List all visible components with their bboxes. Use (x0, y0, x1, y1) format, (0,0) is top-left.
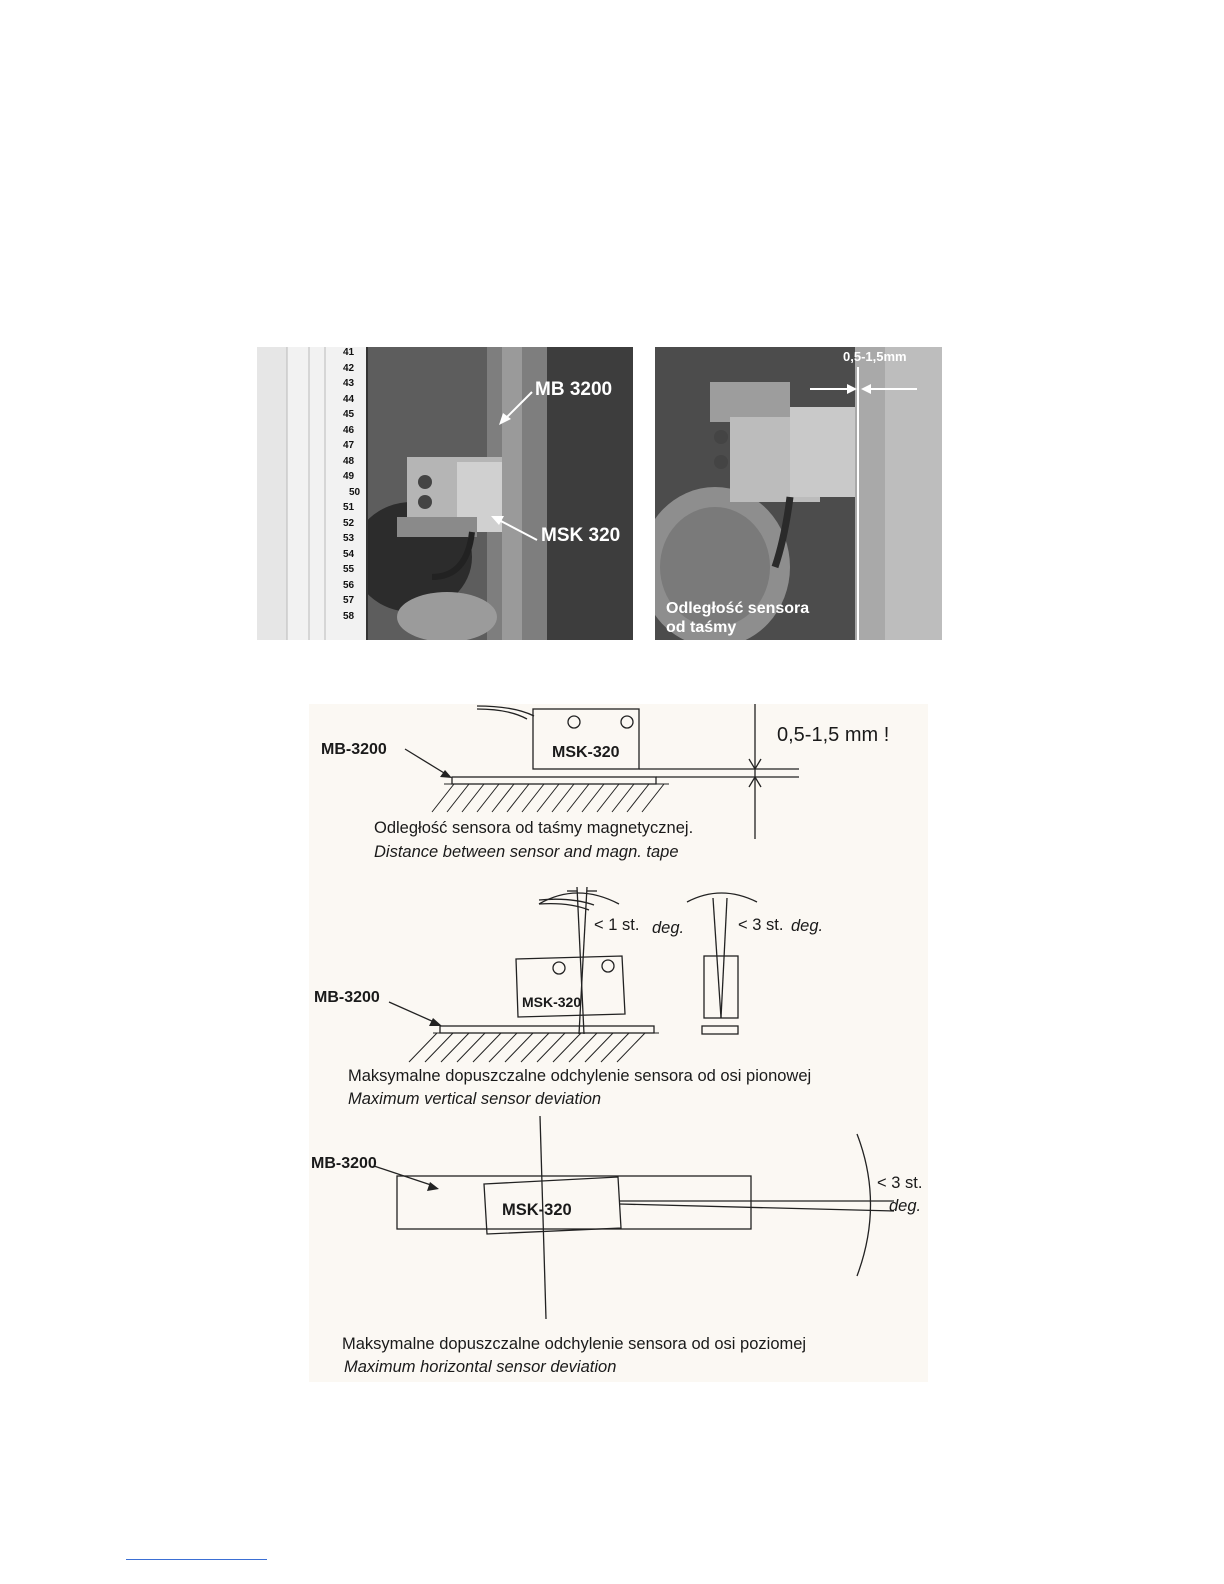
ruler-mark: 45 (343, 409, 355, 420)
ruler-mark: 57 (343, 595, 355, 606)
ruler-mark: 49 (343, 471, 355, 482)
tape-mb3200-side (451, 776, 657, 785)
ruler-mark: 50 (349, 487, 361, 498)
photo-caption-line1: Odległość sensora (666, 600, 810, 617)
ruler-mark: 46 (343, 425, 355, 436)
ruler-mark: 53 (343, 533, 355, 544)
photo-sensor-mounted: 41 42 43 44 45 46 47 48 49 50 51 52 53 5… (257, 347, 633, 640)
angle-1-text: < 1 st. (594, 916, 640, 934)
sensor-label-2: MSK-320 (522, 994, 582, 1010)
photo-right-illustration (655, 347, 942, 640)
installation-diagram: MB-3200 MSK-320 0,5-1,5 mm ! Odległość s… (309, 704, 928, 1382)
photo-caption-line2: od taśmy (666, 619, 737, 636)
caption-horizontal-pl: Maksymalne dopuszczalne odchylenie senso… (342, 1335, 807, 1353)
sensor-msk320-side (532, 708, 640, 770)
ruler-mark: 55 (343, 564, 355, 575)
ruler-mark: 58 (343, 611, 355, 622)
angle-1-unit: deg. (652, 919, 685, 937)
caption-vertical-en: Maximum vertical sensor deviation (348, 1090, 602, 1108)
tape-label-3: MB-3200 (311, 1155, 377, 1172)
tape-mb3200-top-view (396, 1175, 752, 1230)
caption-vertical-pl: Maksymalne dopuszczalne odchylenie senso… (348, 1067, 812, 1085)
ruler-mark: 47 (343, 440, 355, 451)
footnote-separator (126, 1559, 267, 1560)
gap-value: 0,5-1,5 mm ! (777, 724, 890, 746)
sensor-label-1: MSK-320 (552, 744, 620, 761)
ruler-mark: 54 (343, 549, 355, 560)
photo-left-illustration (257, 347, 633, 640)
ruler-mark: 51 (343, 502, 355, 513)
gap-label: 0,5-1,5mm (843, 349, 907, 364)
tape-label-2: MB-3200 (314, 989, 380, 1006)
caption-horizontal-en: Maximum horizontal sensor deviation (344, 1358, 617, 1376)
sensor-label-3: MSK-320 (502, 1201, 572, 1219)
tape-mb3200-vertical-view (439, 1025, 655, 1034)
ruler-mark: 43 (343, 378, 355, 389)
angle-2-text: < 3 st. (738, 916, 784, 934)
angle-3-unit: deg. (889, 1197, 922, 1215)
ruler-mark: 56 (343, 580, 355, 591)
ruler-mark: 52 (343, 518, 355, 529)
caption-distance-pl: Odległość sensora od taśmy magnetycznej. (374, 819, 694, 837)
sensor-msk320-top-view (483, 1176, 622, 1235)
tape-label: MB 3200 (535, 379, 613, 400)
ruler-mark: 44 (343, 394, 355, 405)
diagram-drawing (373, 704, 895, 1320)
sensor-msk320-tilted (515, 955, 626, 1018)
ruler-mark: 48 (343, 456, 355, 467)
angle-2-unit: deg. (791, 917, 824, 935)
caption-distance-en: Distance between sensor and magn. tape (374, 843, 679, 861)
sensor-label: MSK 320 (541, 525, 621, 546)
angle-3-text: < 3 st. (877, 1174, 923, 1192)
ruler-mark: 42 (343, 363, 355, 374)
photo-sensor-gap: 0,5-1,5mm Odległość sensora od taśmy (655, 347, 942, 640)
tape-label-1: MB-3200 (321, 741, 387, 758)
ruler-mark: 41 (343, 347, 355, 358)
